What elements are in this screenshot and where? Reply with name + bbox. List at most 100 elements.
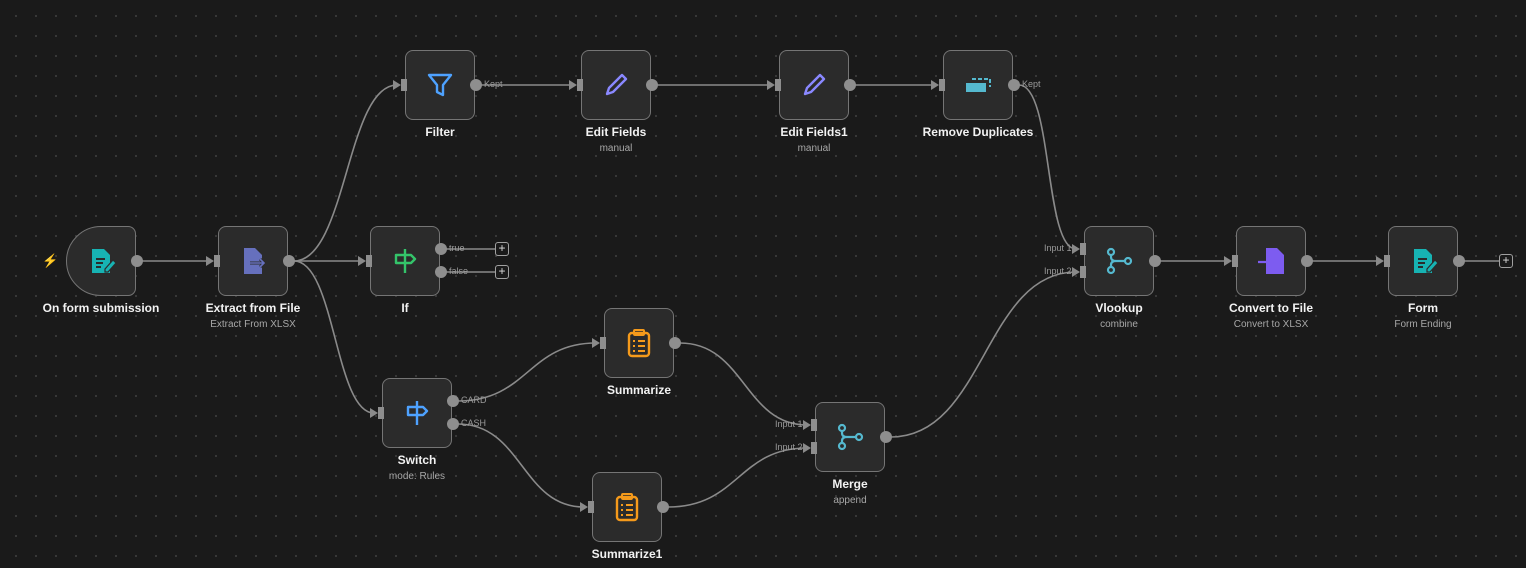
arrowhead: [1072, 244, 1080, 254]
add-node-button[interactable]: +: [495, 242, 509, 256]
file-export-icon: [244, 248, 267, 274]
arrowhead: [358, 256, 366, 266]
add-node-button[interactable]: +: [1499, 254, 1513, 268]
arrowhead: [1072, 267, 1080, 277]
node-label: Switch: [397, 453, 437, 467]
input-handle[interactable]: [939, 79, 945, 91]
connection-dedupe-to-vlookup[interactable]: [1018, 84, 1077, 250]
input-label: Input 2: [775, 442, 803, 452]
input-handle[interactable]: [1384, 255, 1390, 267]
node-label: On form submission: [42, 301, 160, 315]
connection-switch-to-sum1[interactable]: [457, 423, 585, 508]
input-handle[interactable]: [811, 419, 817, 431]
node-edit1[interactable]: [581, 50, 651, 120]
node-switch[interactable]: [382, 378, 452, 448]
output-handle[interactable]: [1008, 79, 1020, 91]
add-node-button[interactable]: +: [495, 265, 509, 279]
connection-extract-to-filter[interactable]: [293, 84, 398, 262]
output-handle[interactable]: [283, 255, 295, 267]
node-label: Edit Fields1: [780, 125, 848, 139]
connection-sum1-to-merge[interactable]: [667, 447, 808, 508]
output-handle[interactable]: [435, 243, 447, 255]
node-label: Form: [1408, 301, 1438, 315]
output-handle[interactable]: [470, 79, 482, 91]
connection-switch-to-sum[interactable]: [457, 342, 597, 402]
output-label: true: [449, 243, 465, 253]
clipboard-list-icon: [627, 329, 651, 358]
form-icon: [92, 249, 117, 273]
node-label: Filter: [425, 125, 455, 139]
node-label: If: [401, 301, 409, 315]
node-subtitle: mode: Rules: [388, 471, 446, 482]
output-handle[interactable]: [447, 395, 459, 407]
node-label: Remove Duplicates: [922, 125, 1034, 139]
node-subtitle: manual: [599, 143, 633, 154]
input-handle[interactable]: [775, 79, 781, 91]
node-form[interactable]: [1388, 226, 1458, 296]
node-sum[interactable]: [604, 308, 674, 378]
node-subtitle: Form Ending: [1394, 319, 1452, 330]
node-subtitle: append: [833, 495, 867, 506]
node-vlookup[interactable]: [1084, 226, 1154, 296]
node-label: Merge: [832, 477, 868, 491]
input-handle[interactable]: [588, 501, 594, 513]
node-extract[interactable]: [218, 226, 288, 296]
output-handle[interactable]: [131, 255, 143, 267]
input-handle[interactable]: [811, 442, 817, 454]
input-handle[interactable]: [600, 337, 606, 349]
node-dedupe[interactable]: [943, 50, 1013, 120]
arrowhead: [569, 80, 577, 90]
connection-merge-to-vlookup[interactable]: [890, 271, 1077, 438]
input-handle[interactable]: [577, 79, 583, 91]
input-handle[interactable]: [366, 255, 372, 267]
input-handle[interactable]: [1080, 266, 1086, 278]
input-handle[interactable]: [401, 79, 407, 91]
arrowhead: [803, 420, 811, 430]
arrowhead: [580, 502, 588, 512]
merge-icon: [837, 423, 864, 451]
output-handle[interactable]: [435, 266, 447, 278]
clipboard-list-icon: [615, 493, 639, 522]
node-label: Summarize: [606, 383, 672, 397]
node-subtitle: combine: [1100, 319, 1138, 330]
arrowhead: [1224, 256, 1232, 266]
input-handle[interactable]: [378, 407, 384, 419]
output-label: CASH: [461, 418, 487, 428]
node-filter[interactable]: [405, 50, 475, 120]
node-label: Convert to File: [1228, 301, 1313, 315]
node-convert[interactable]: [1236, 226, 1306, 296]
node-merge[interactable]: [815, 402, 885, 472]
remove-duplicates-icon: [966, 78, 991, 92]
output-label: Kept: [484, 79, 503, 89]
output-handle[interactable]: [1301, 255, 1313, 267]
output-handle[interactable]: [1453, 255, 1465, 267]
input-handle[interactable]: [1232, 255, 1238, 267]
merge-icon: [1106, 247, 1133, 275]
output-handle[interactable]: [447, 418, 459, 430]
input-handle[interactable]: [214, 255, 220, 267]
pen-icon: [605, 73, 628, 96]
node-edit2[interactable]: [779, 50, 849, 120]
output-label: CARD: [461, 395, 487, 405]
connection-sum-to-merge[interactable]: [679, 342, 808, 426]
output-handle[interactable]: [844, 79, 856, 91]
arrowhead: [393, 80, 401, 90]
output-handle[interactable]: [1149, 255, 1161, 267]
output-handle[interactable]: [646, 79, 658, 91]
node-if[interactable]: [370, 226, 440, 296]
node-subtitle: manual: [797, 143, 831, 154]
connection-extract-to-switch[interactable]: [293, 260, 375, 414]
output-handle[interactable]: [669, 337, 681, 349]
node-sum1[interactable]: [592, 472, 662, 542]
signpost-icon: [406, 401, 429, 425]
node-label: Extract from File: [205, 301, 301, 315]
input-label: Input 1: [1044, 243, 1072, 253]
node-form_trigger[interactable]: [66, 226, 136, 296]
output-handle[interactable]: [657, 501, 669, 513]
output-label: Kept: [1022, 79, 1041, 89]
input-handle[interactable]: [1080, 243, 1086, 255]
output-handle[interactable]: [880, 431, 892, 443]
signpost-icon: [394, 249, 417, 273]
arrowhead: [1376, 256, 1384, 266]
